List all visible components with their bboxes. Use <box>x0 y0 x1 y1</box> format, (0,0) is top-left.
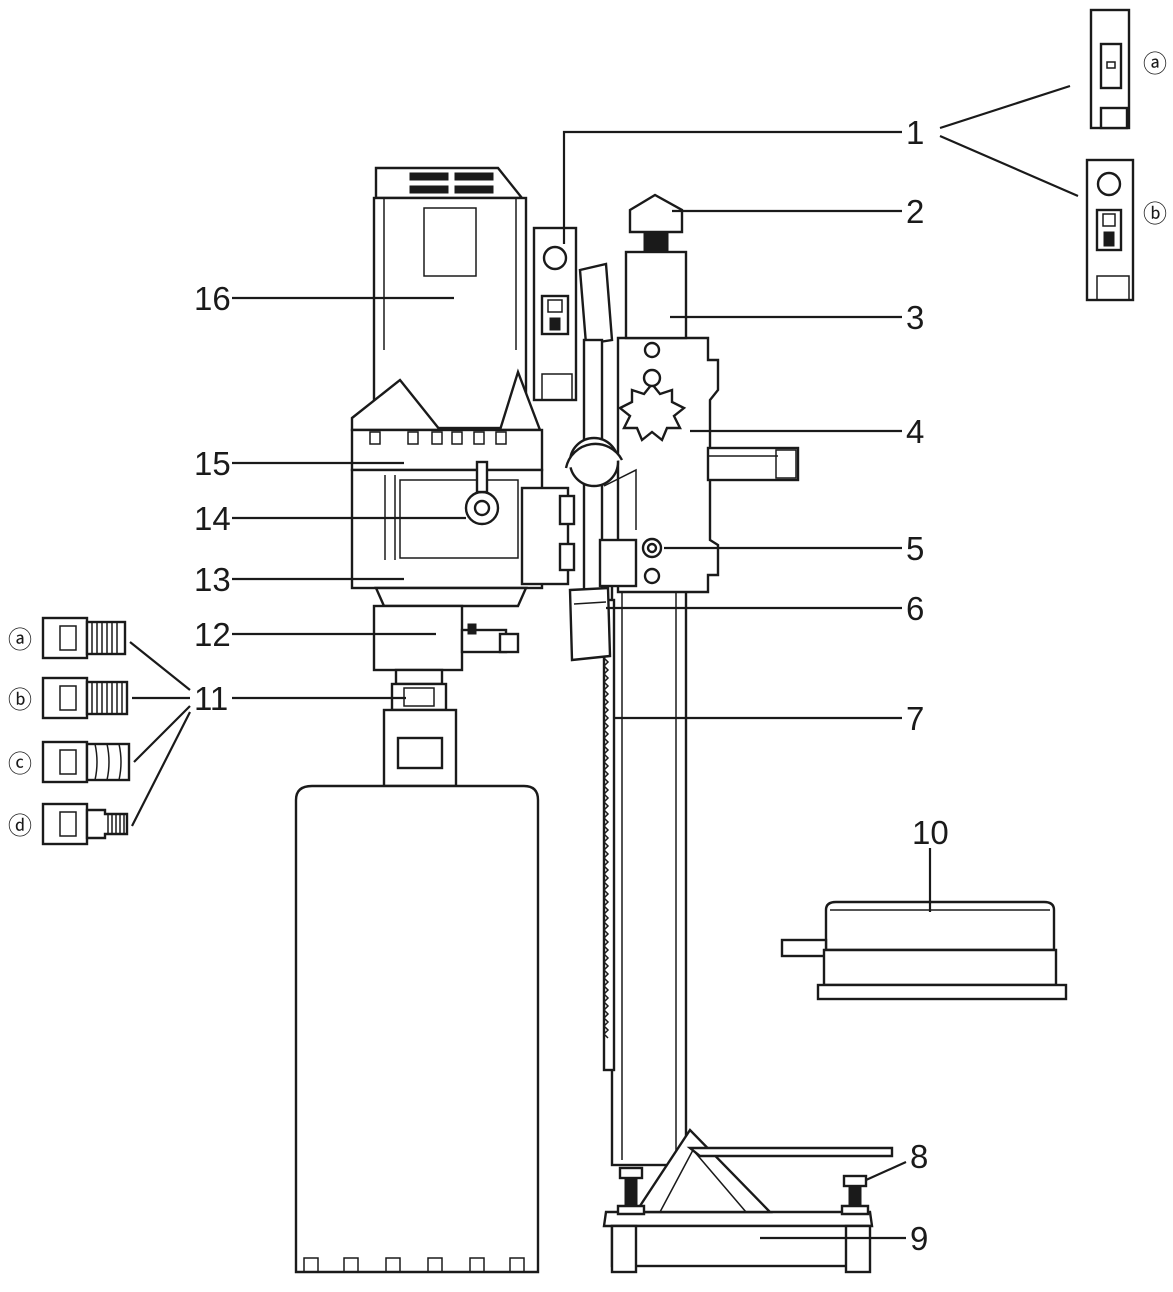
water-collector <box>780 900 1068 1001</box>
adapter-a-marker: ⓐ <box>8 626 32 654</box>
feed-lever <box>564 262 624 662</box>
callout-2: 2 <box>906 193 924 230</box>
carriage-clamp <box>558 468 638 588</box>
leveling-screw-left <box>616 1166 646 1216</box>
leader-lines <box>129 84 1079 1240</box>
callout-3: 3 <box>906 299 924 336</box>
adapter-a <box>41 616 127 660</box>
callout-6: 6 <box>906 590 924 627</box>
core-bit <box>294 708 540 1274</box>
spindle-housing <box>372 604 520 712</box>
callout-1: 1 <box>906 114 924 151</box>
callout-12: 12 <box>194 616 231 653</box>
callout-9: 9 <box>910 1220 928 1257</box>
callout-15: 15 <box>194 445 231 482</box>
stand-column <box>610 583 688 1167</box>
switch-variant-b <box>1085 158 1135 302</box>
callout-13: 13 <box>194 561 231 598</box>
callout-labels: 1 2 3 4 5 6 7 8 9 10 11 12 13 14 15 16 ⓐ… <box>8 50 1167 1257</box>
switch-variant-b-marker: ⓑ <box>1143 200 1167 228</box>
callout-14: 14 <box>194 500 231 537</box>
callout-8: 8 <box>910 1138 928 1175</box>
top-block <box>624 193 688 340</box>
adapter-b <box>41 676 129 720</box>
callout-7: 7 <box>906 700 924 737</box>
switch-box <box>532 226 578 402</box>
switch-variant-a-marker: ⓐ <box>1143 50 1167 78</box>
switch-variant-a <box>1089 8 1131 130</box>
adapter-b-marker: ⓑ <box>8 686 32 714</box>
leveling-screw-right <box>840 1174 870 1216</box>
rack <box>602 598 616 1072</box>
adapter-c-marker: ⓒ <box>8 750 32 778</box>
adapter-d <box>41 802 129 846</box>
adapter-c <box>41 740 131 784</box>
callout-4: 4 <box>906 413 924 450</box>
base <box>602 1128 894 1274</box>
callout-11: 11 <box>194 680 228 717</box>
callout-10: 10 <box>912 814 949 851</box>
carriage <box>616 336 800 594</box>
callout-5: 5 <box>906 530 924 567</box>
callout-16: 16 <box>194 280 231 317</box>
adapter-d-marker: ⓓ <box>8 812 32 840</box>
